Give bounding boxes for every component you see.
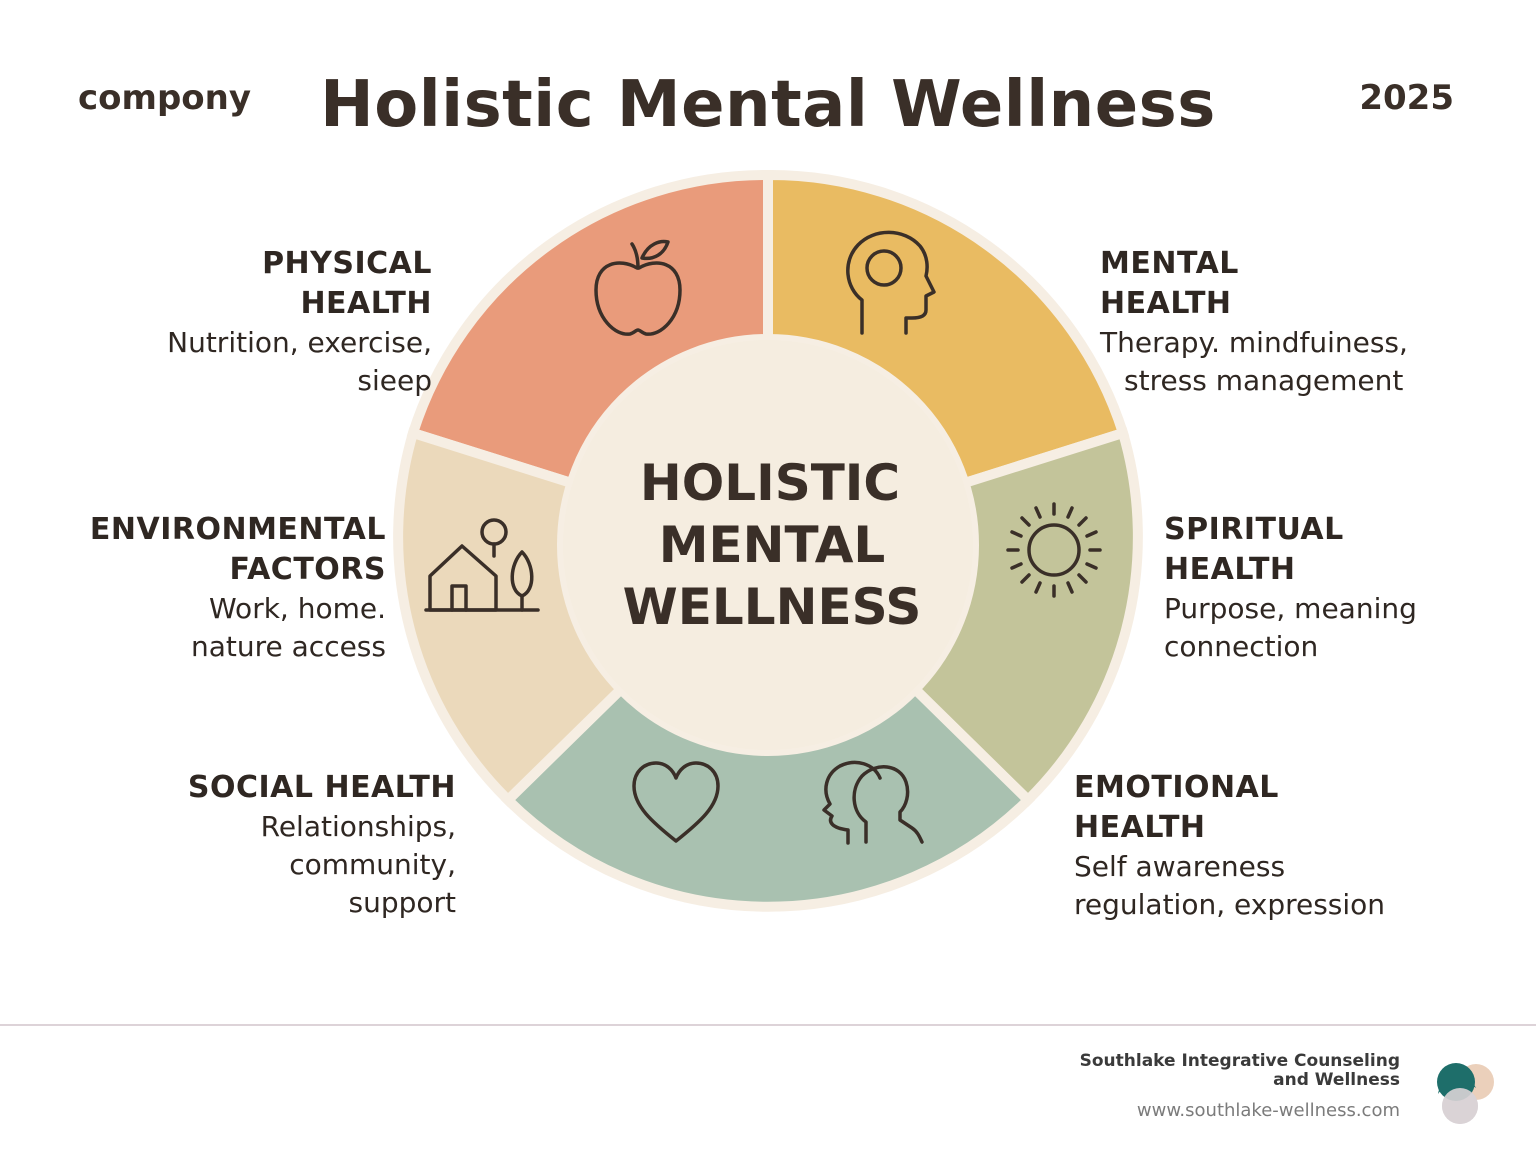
physical-heading-line2: HEALTH (300, 286, 432, 321)
year-label: 2025 (1359, 78, 1454, 118)
environmental-heading-line1: ENVIRONMENTAL (89, 512, 386, 547)
brand-name: compony (78, 78, 252, 118)
house-tree-icon (424, 518, 540, 612)
organization-name: Southlake Integrative Counseling and Wel… (1079, 1051, 1400, 1090)
head-profile-icon (846, 230, 936, 335)
environmental-desc-line1: Work, home. (209, 592, 386, 625)
center-title-line3: WELLNESS (623, 578, 922, 636)
label-social-health: SOCIAL HEALTH Relationships, community, … (36, 768, 456, 922)
emotional-desc-line1: Self awareness (1074, 850, 1286, 883)
organization-url[interactable]: www.southlake-wellness.com (1136, 1100, 1400, 1121)
center-circle (557, 334, 979, 756)
emotional-desc-line2: regulation, expression (1074, 888, 1386, 921)
footer-divider (0, 1024, 1536, 1026)
label-spiritual-health: SPIRITUAL HEALTH Purpose, meaning connec… (1164, 510, 1524, 666)
heart-icon (632, 761, 720, 843)
social-desc-line1: Relationships, (260, 810, 456, 843)
two-heads-icon (822, 760, 924, 845)
label-environmental-factors: ENVIRONMENTAL FACTORS Work, home. nature… (0, 510, 386, 666)
emotional-heading-line1: EMOTIONAL (1074, 770, 1279, 805)
label-physical-health: PHYSICAL HEALTH Nutrition, exercise, sie… (12, 244, 432, 400)
physical-desc-line2: sieep (357, 364, 432, 397)
social-heading: SOCIAL HEALTH (187, 770, 456, 805)
sun-icon (1006, 502, 1102, 598)
mental-desc-line2: stress management (1124, 364, 1404, 397)
page-title: Holistic Mental Wellness (320, 68, 1216, 142)
physical-heading-line1: PHYSICAL (262, 246, 432, 281)
spiritual-heading-line2: HEALTH (1164, 552, 1296, 587)
mental-desc-line1: Therapy. mindfuiness, (1100, 326, 1408, 359)
center-title-line1: HOLISTIC (640, 454, 900, 512)
label-emotional-health: EMOTIONAL HEALTH Self awareness regulati… (1074, 768, 1494, 924)
spiritual-desc-line1: Purpose, meaning (1164, 592, 1417, 625)
social-desc-line3: support (348, 886, 456, 919)
social-desc-line2: community, (289, 848, 456, 881)
emotional-heading-line2: HEALTH (1074, 810, 1206, 845)
mental-heading-line1: MENTAL (1100, 246, 1239, 281)
environmental-desc-line2: nature access (190, 630, 386, 663)
physical-desc-line1: Nutrition, exercise, (167, 326, 432, 359)
organization-logo (1437, 1063, 1494, 1124)
label-mental-health: MENTAL HEALTH Therapy. mindfuiness, stre… (1100, 244, 1520, 400)
environmental-heading-line2: FACTORS (229, 552, 386, 587)
spiritual-desc-line2: connection (1164, 630, 1319, 663)
mental-heading-line2: HEALTH (1100, 286, 1232, 321)
center-title-line2: MENTAL (659, 516, 886, 574)
spiritual-heading-line1: SPIRITUAL (1164, 512, 1344, 547)
apple-icon (594, 239, 682, 336)
